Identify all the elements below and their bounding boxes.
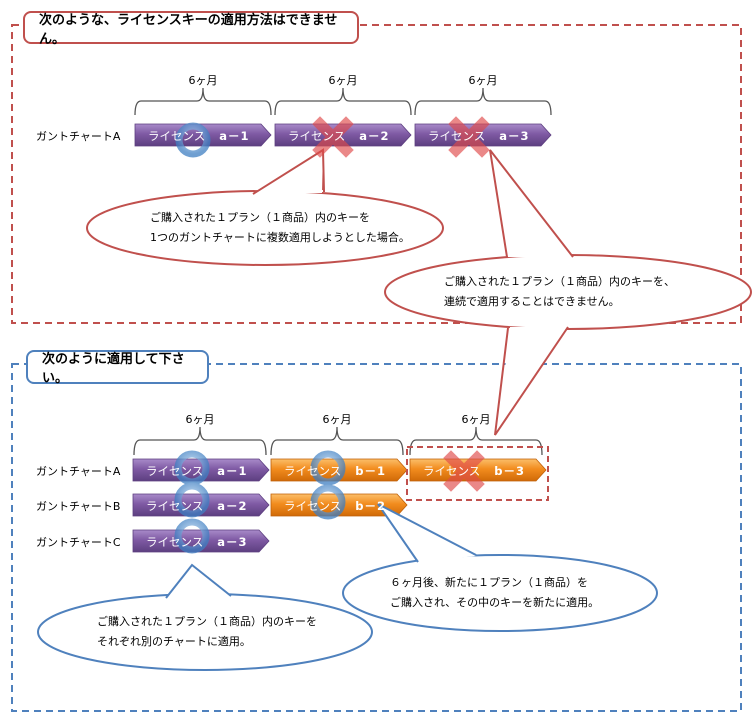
good-section-title: 次のように適用して下さい。 <box>26 350 209 386</box>
period-label: 6ヶ月 <box>322 413 352 426</box>
bad-section-title: 次のような、ライセンスキーの適用方法はできません。 <box>23 11 359 47</box>
callout-bad-2-text: ご購入された１プラン（１商品）内のキーを、 連続で適用することはできません。 <box>444 275 675 308</box>
callout-good-1-text: ６ヶ月後、新たに１プラン（１商品）を ご購入され、その中のキーを新たに適用。 <box>390 576 600 609</box>
row-label-chart-c: ガントチャートC <box>36 536 121 549</box>
bar-a3-chartC <box>132 529 270 553</box>
bar-a2-top <box>274 123 412 147</box>
invalid-highlight-box <box>406 446 549 501</box>
callout-good-1-shape <box>342 503 658 632</box>
bad-section-title-text: 次のような、ライセンスキーの適用方法はできません。 <box>39 12 338 47</box>
period-label: 6ヶ月 <box>468 74 498 87</box>
bar-a2-chartB <box>132 493 270 517</box>
good-section-title-text: 次のように適用して下さい。 <box>42 352 185 386</box>
bar-b3-chartA <box>409 458 547 482</box>
callout-bad-1-shape <box>86 148 444 266</box>
period-label: 6ヶ月 <box>461 413 491 426</box>
callout-good-2-text: ご購入された１プラン（１商品）内のキーを それぞれ別のチャートに適用。 <box>97 615 317 648</box>
ok-ring-icons <box>174 122 346 554</box>
bad-section-frame <box>11 24 742 324</box>
period-braces-bad <box>134 87 552 116</box>
callout-bad-1-text: ご購入された１プラン（１商品）内のキーを 1つのガントチャートに複数適用しようと… <box>150 211 410 244</box>
callout-bad-2-shape <box>384 149 752 436</box>
period-label: 6ヶ月 <box>185 413 215 426</box>
row-label-chart-a: ガントチャートA <box>36 130 121 143</box>
good-section-frame <box>11 363 742 712</box>
period-label: 6ヶ月 <box>188 74 218 87</box>
period-label: 6ヶ月 <box>328 74 358 87</box>
callout-good-2-shape <box>37 563 373 671</box>
ng-cross-icons <box>312 116 490 492</box>
row-label-chart-a: ガントチャートA <box>36 465 121 478</box>
period-braces-good <box>133 426 543 456</box>
bar-a1-chartA <box>132 458 270 482</box>
bar-a3-top <box>414 123 552 147</box>
row-label-chart-b: ガントチャートB <box>36 500 121 513</box>
